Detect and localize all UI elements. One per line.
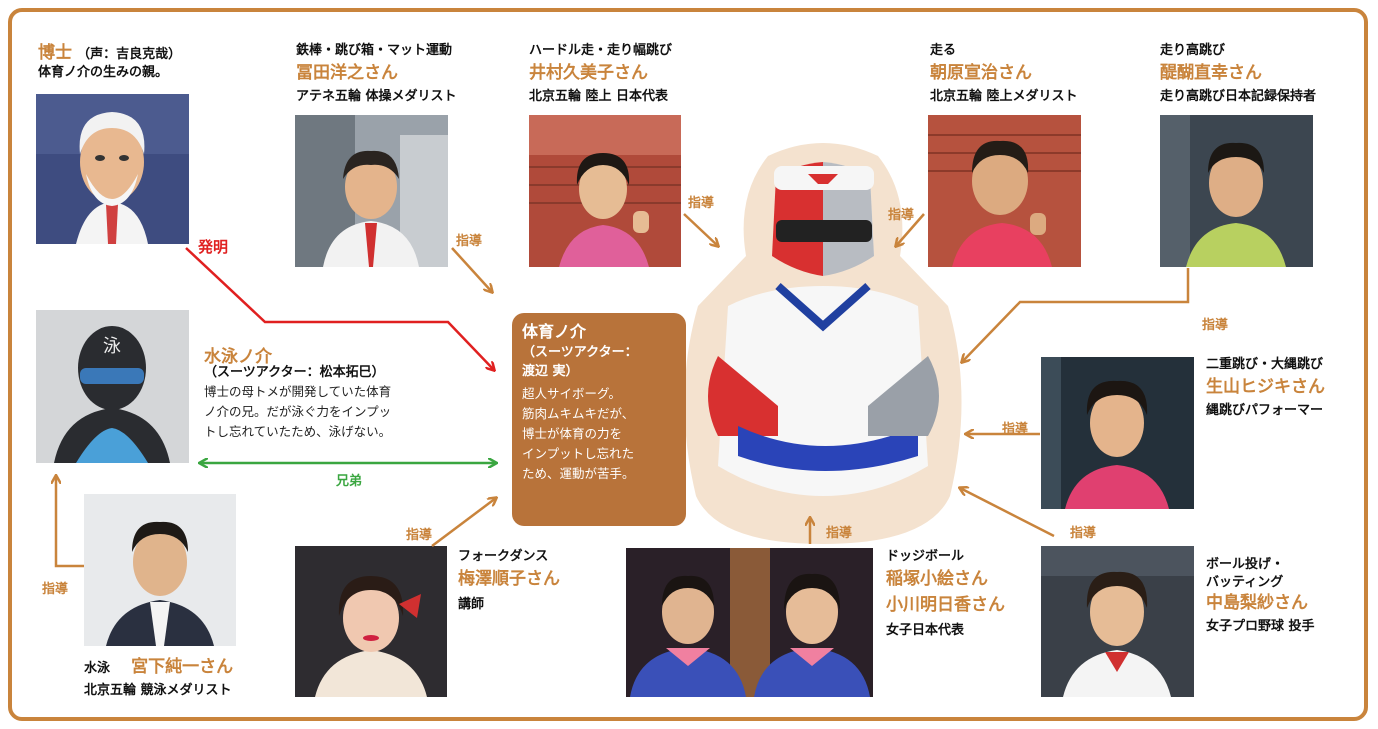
suiei-nosuke-photo: 泳 [36, 310, 189, 463]
nakajima-photo [1041, 546, 1194, 697]
daigo-event: 走り高跳び [1160, 43, 1226, 58]
umezawa-photo [295, 546, 447, 697]
taiiku-nosuke-desc-line: インプットし忘れた [522, 446, 635, 461]
taiiku-nosuke-desc-line: ため、運動が苦手。 [522, 466, 635, 481]
asahara-name: 朝原宣治さん [930, 63, 1032, 83]
dodgeball-photo [626, 548, 873, 697]
taiiku-nosuke-actor-1: （スーツアクター： [522, 345, 638, 360]
imura-photo [529, 115, 681, 267]
dodge-title: 女子日本代表 [886, 623, 965, 638]
brother-label: 兄弟 [336, 474, 363, 489]
coach-label-nakajima: 指導 [1070, 526, 1097, 541]
asahara-title: 北京五輪 陸上メダリスト [930, 89, 1078, 104]
coach-label-dodge: 指導 [826, 526, 853, 541]
taiiku-nosuke-figure [678, 136, 968, 546]
coach-label-daigo: 指導 [1202, 318, 1229, 333]
coach-label-umezawa: 指導 [406, 528, 433, 543]
umezawa-title: 講師 [458, 597, 485, 612]
daigo-title: 走り高跳び日本記録保持者 [1160, 89, 1317, 104]
taiiku-nosuke-box: 体育ノ介 （スーツアクター： 渡辺 実） 超人サイボーグ。 筋肉ムキムキだが、 … [512, 313, 686, 526]
nakajima-event-1: ボール投げ・ [1206, 557, 1285, 572]
taiiku-nosuke-desc-line: 博士が体育の力を [522, 426, 623, 441]
miyashita-name: 宮下純一さん [131, 657, 234, 677]
suiei-nosuke-name: 水泳ノ介 [204, 347, 272, 367]
taiiku-nosuke-name: 体育ノ介 [522, 322, 587, 341]
tomita-title: アテネ五輪 体操メダリスト [296, 89, 457, 104]
ikuyama-name: 生山ヒジキさん [1206, 377, 1325, 397]
hakase-illustration [36, 94, 189, 244]
nakajima-name: 中島梨紗さん [1206, 593, 1308, 613]
asahara-event: 走る [930, 43, 957, 58]
tomita-photo [295, 115, 448, 267]
tomita-event: 鉄棒・跳び箱・マット運動 [296, 43, 453, 58]
daigo-name: 醍醐直幸さん [1160, 63, 1262, 83]
daigo-photo [1160, 115, 1313, 267]
dodge-name-2: 小川明日香さん [886, 595, 1005, 615]
imura-event: ハードル走・走り幅跳び [529, 43, 673, 58]
coach-label-asahara: 指導 [888, 208, 915, 223]
hakase-heading: 博士 （声：吉良克哉） [38, 38, 181, 63]
svg-text:泳: 泳 [103, 336, 121, 357]
miyashita-title: 北京五輪 競泳メダリスト [84, 683, 232, 698]
ikuyama-photo [1041, 357, 1194, 509]
hakase-voice: （声：吉良克哉） [77, 47, 182, 62]
nakajima-title: 女子プロ野球 投手 [1206, 619, 1315, 634]
taiiku-nosuke-desc-line: 筋肉ムキムキだが、 [522, 406, 635, 421]
taiiku-nosuke-actor-2: 渡辺 実） [522, 364, 579, 379]
imura-name: 井村久美子さん [529, 63, 648, 83]
nakajima-event-2: バッティング [1206, 575, 1284, 590]
suiei-nosuke-desc-line: トし忘れていたため、泳げない。 [204, 424, 392, 439]
coach-label-tomita: 指導 [456, 234, 483, 249]
umezawa-event: フォークダンス [458, 549, 549, 564]
suiei-nosuke-actor: （スーツアクター：松本拓巳） [204, 365, 385, 380]
dodge-event: ドッジボール [886, 549, 965, 564]
miyashita-heading: 水泳 宮下純一さん [84, 656, 233, 679]
taiiku-nosuke-desc-line: 超人サイボーグ。 [522, 386, 622, 401]
suiei-nosuke-desc-line: 博士の母トメが開発していた体育 [204, 384, 392, 399]
ikuyama-title: 縄跳びパフォーマー [1206, 403, 1324, 418]
suiei-nosuke-desc-line: ノ介の兄。だが泳ぐ力をインプッ [204, 404, 392, 419]
coach-label-miyashita: 指導 [42, 582, 69, 597]
dodge-name-1: 稲塚小絵さん [886, 569, 988, 589]
ikuyama-event: 二重跳び・大縄跳び [1206, 357, 1324, 372]
imura-title: 北京五輪 陸上 日本代表 [529, 89, 669, 104]
hakase-name: 博士 [38, 43, 72, 63]
miyashita-photo [84, 494, 236, 646]
umezawa-name: 梅澤順子さん [458, 569, 560, 589]
invent-label: 発明 [198, 238, 229, 256]
taiiku-nosuke-desc: 超人サイボーグ。 筋肉ムキムキだが、 博士が体育の力を インプットし忘れた ため… [522, 384, 676, 484]
coach-label-imura: 指導 [688, 196, 715, 211]
miyashita-event: 水泳 [84, 661, 111, 676]
hakase-desc: 体育ノ介の生みの親。 [38, 65, 169, 80]
asahara-photo [928, 115, 1081, 267]
diagram-frame [8, 8, 1368, 721]
coach-label-ikuyama: 指導 [1002, 422, 1029, 437]
suiei-nosuke-desc: 博士の母トメが開発していた体育 ノ介の兄。だが泳ぐ力をインプッ トし忘れていたた… [204, 382, 391, 442]
tomita-name: 冨田洋之さん [296, 63, 398, 83]
